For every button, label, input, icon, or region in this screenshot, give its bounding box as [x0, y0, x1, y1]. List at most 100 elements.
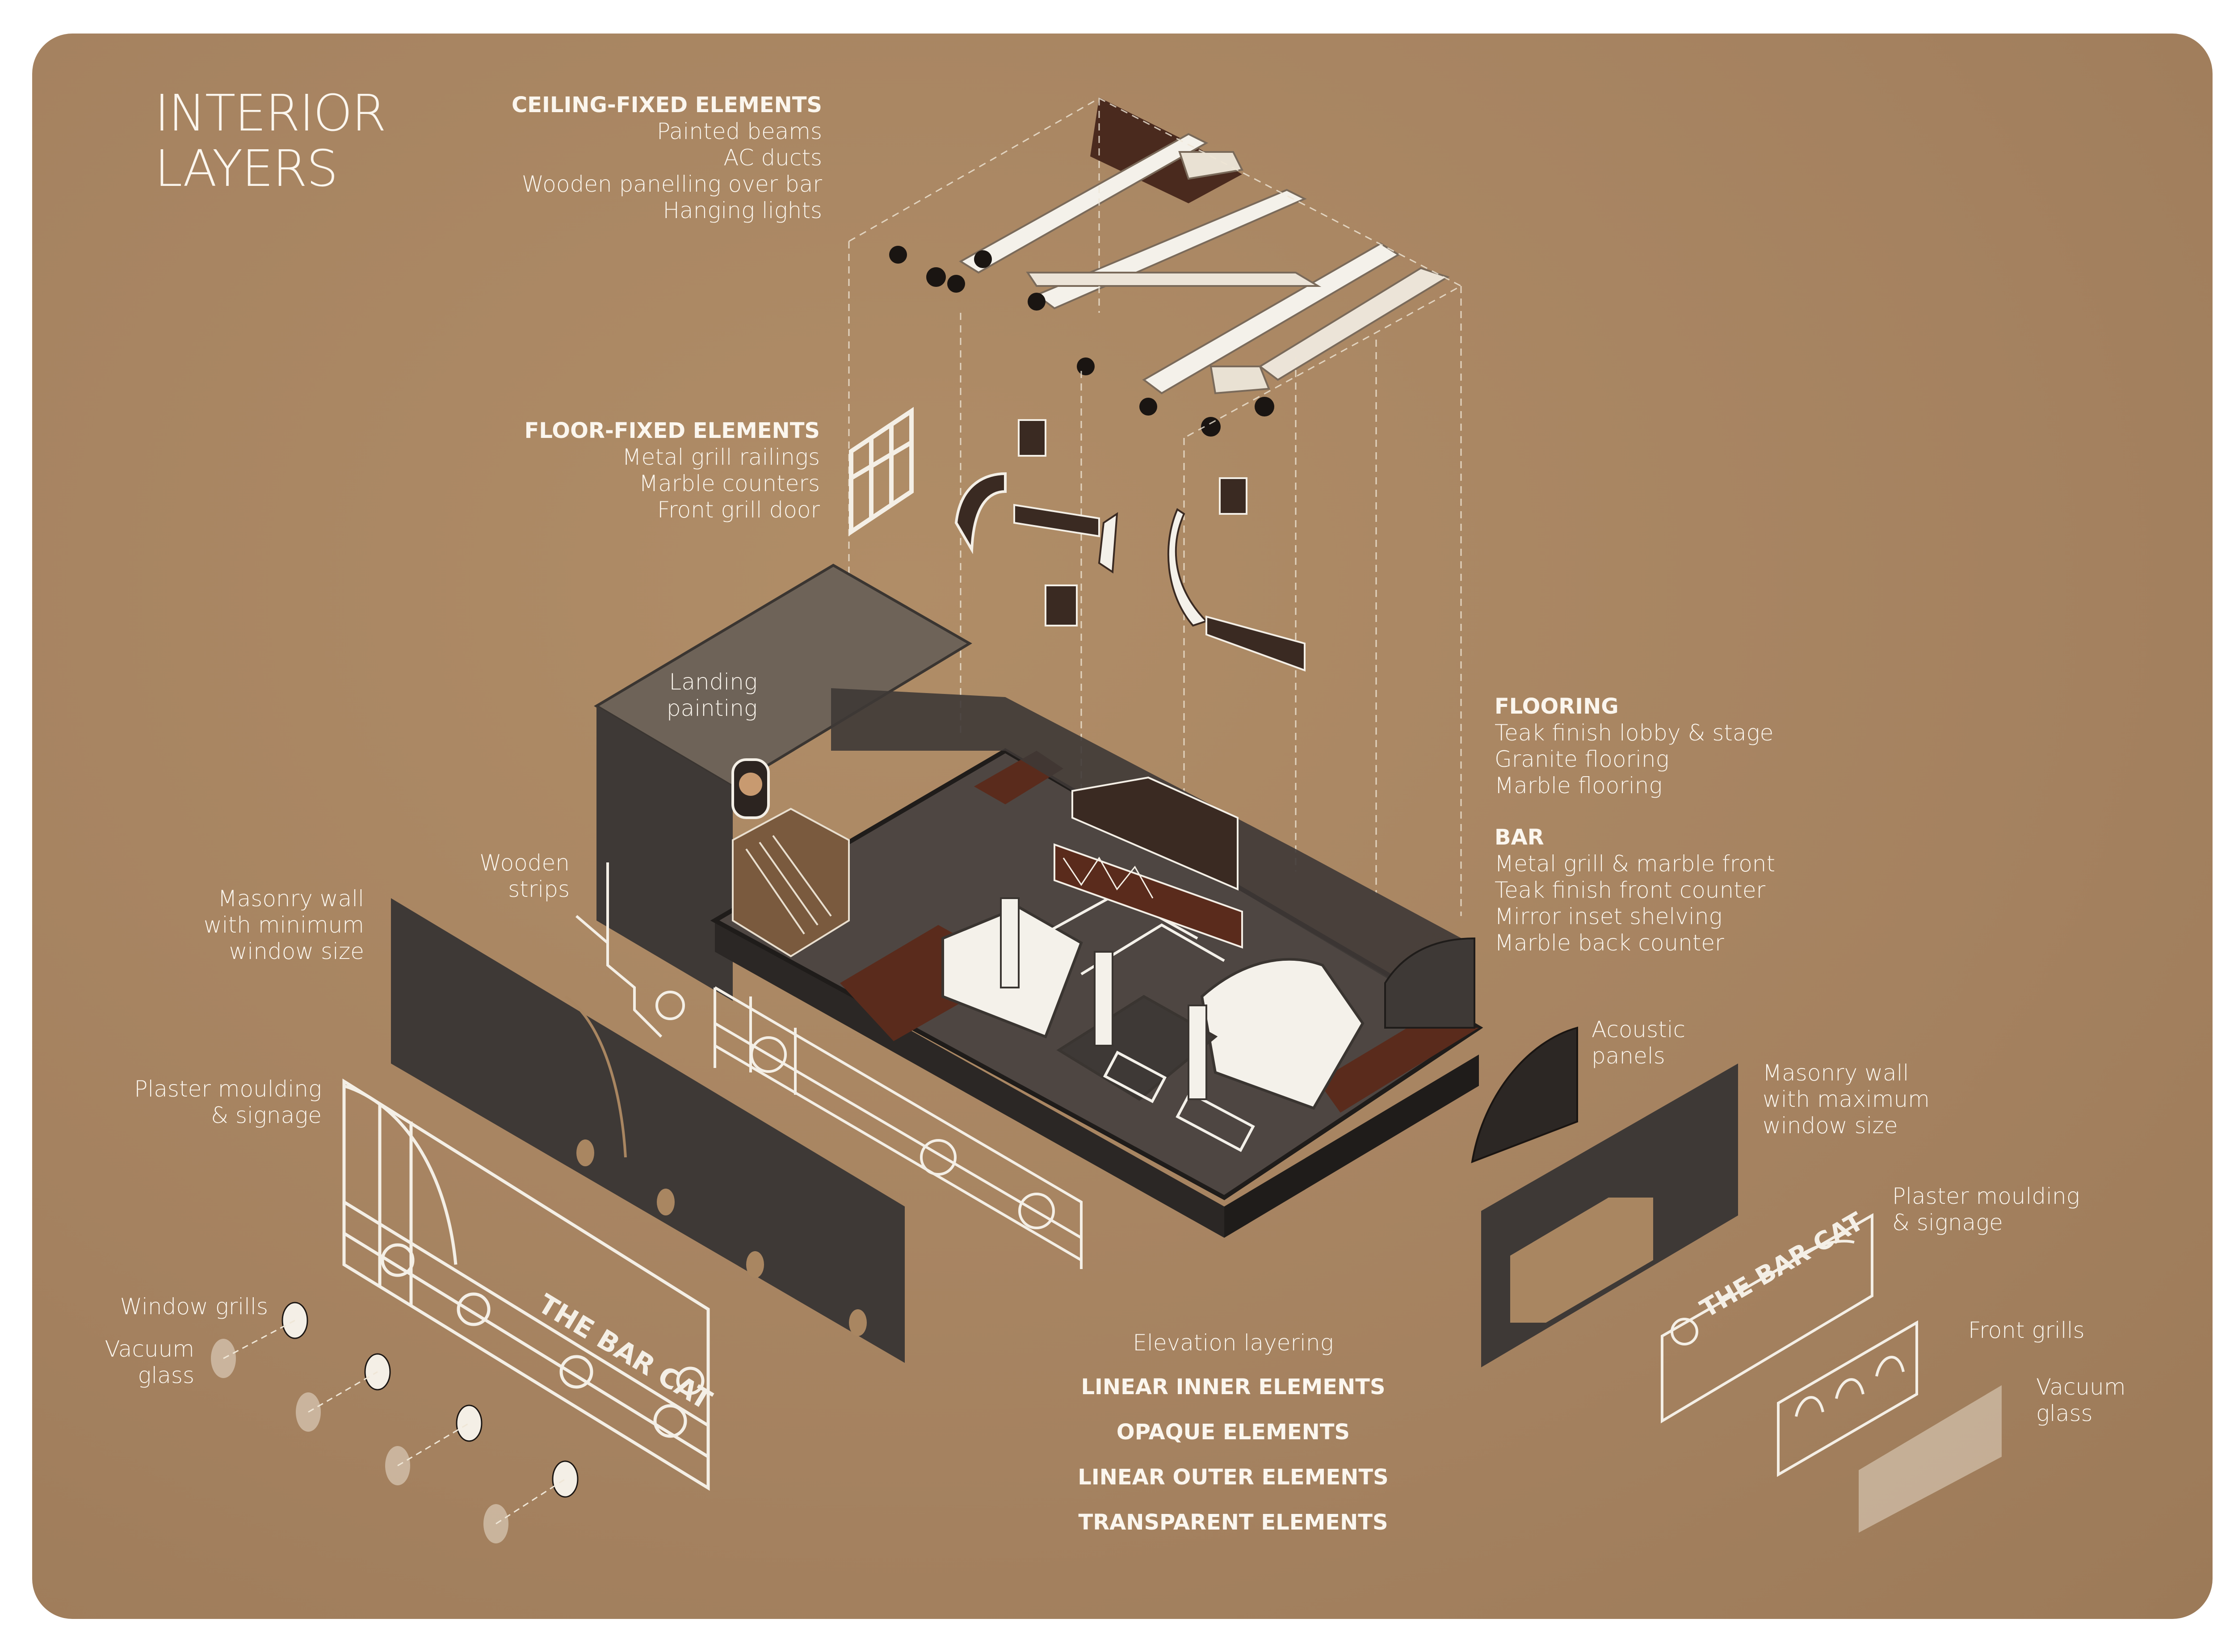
plaster-left-line: Plaster moulding	[134, 1076, 322, 1102]
masonry-wall-left	[391, 898, 905, 1363]
plaster-left-label: Plaster moulding & signage	[134, 1076, 322, 1129]
vacuum-right-line: glass	[2036, 1400, 2093, 1426]
hanging-light	[926, 267, 946, 287]
staircase	[732, 807, 850, 958]
curved-railing	[954, 472, 1007, 555]
vacuum-right-label: Vacuum glass	[2036, 1374, 2126, 1427]
legend: Elevation layering LINEAR INNER ELEMENTS…	[1059, 1330, 1407, 1536]
landing-wall	[596, 706, 733, 1001]
teak-floor	[1318, 1028, 1479, 1113]
masonry-left-label: Masonry wall with minimum window size	[204, 886, 364, 965]
hanging-light	[1201, 417, 1221, 437]
masonry-right-label: Masonry wall with maximum window size	[1763, 1060, 1930, 1139]
bar-item: Marble back counter	[1495, 930, 1724, 956]
marble-counter	[1167, 508, 1208, 627]
left-elevation	[211, 862, 1083, 1543]
marble-counter	[1098, 512, 1118, 574]
masonry-left-line: Masonry wall	[218, 886, 364, 912]
ac-duct	[1178, 151, 1243, 180]
hanging-light	[947, 275, 965, 293]
masonry-right-line: Masonry wall	[1763, 1060, 1909, 1086]
acoustic-line: Acoustic	[1592, 1017, 1686, 1042]
flooring-item: Teak finish lobby & stage	[1495, 720, 1774, 746]
floor-fixed-item: Marble counters	[638, 471, 820, 496]
metal-grill-railing	[1219, 477, 1247, 515]
column	[1094, 951, 1113, 1047]
window-grill	[552, 1460, 579, 1498]
masonry-right-line: with maximum	[1763, 1086, 1930, 1112]
legend-caption: Elevation layering	[1133, 1330, 1334, 1356]
metal-grill-railing	[1018, 419, 1046, 457]
ceiling-item: Hanging lights	[663, 198, 822, 223]
floor-fixed-layer	[849, 407, 1306, 672]
vacuum-glass-right	[1859, 1385, 2002, 1533]
ceiling-beam	[1026, 272, 1322, 287]
ceiling-item: Painted beams	[656, 118, 822, 144]
ceiling-layer	[889, 97, 1450, 437]
glass-projection	[223, 1320, 566, 1525]
linear-inner-grill	[714, 986, 1083, 1269]
floor-inlay	[1103, 1051, 1167, 1103]
masonry-right-line: window size	[1763, 1113, 1898, 1139]
front-grills	[1777, 1320, 1918, 1477]
vacuum-left-line: Vacuum	[105, 1336, 194, 1362]
acoustic-panel	[1471, 1026, 1578, 1164]
window-grills-label: Window grills	[120, 1294, 268, 1320]
flooring-item: Marble flooring	[1495, 773, 1663, 799]
vacuum-left-label: Vacuum glass	[105, 1336, 194, 1389]
window-grills-left	[211, 1302, 579, 1543]
plaster-left-line: & signage	[211, 1102, 322, 1128]
floor-inlay	[1176, 1091, 1255, 1152]
hanging-light	[889, 246, 907, 264]
base-slab-side	[715, 921, 1224, 1238]
floor-fixed-heading: FLOOR-FIXED ELEMENTS	[524, 418, 820, 443]
landing-line: painting	[666, 695, 757, 721]
page-title: INTERIOR LAYERS	[155, 86, 386, 197]
bar-heading: BAR	[1495, 825, 1544, 850]
floor-plan-block	[594, 563, 1483, 1238]
masonry-windows	[576, 1139, 867, 1336]
landing-painting-face	[739, 773, 762, 796]
masonry-window	[657, 1189, 675, 1215]
window-grill	[456, 1404, 483, 1442]
vacuum-left-line: glass	[138, 1362, 194, 1388]
legend-item: LINEAR OUTER ELEMENTS	[1078, 1465, 1389, 1490]
masonry-left-line: window size	[229, 938, 364, 964]
column	[1000, 897, 1020, 988]
ceiling-label: CEILING-FIXED ELEMENTS Painted beams AC …	[512, 92, 822, 224]
ceiling-beam	[959, 133, 1209, 274]
wooden-strips-line: Wooden	[479, 850, 570, 876]
masonry-curve	[564, 995, 627, 1158]
wooden-strips-stair	[575, 862, 685, 1038]
metal-grill-railing	[1045, 584, 1078, 626]
plaster-right-line: Plaster moulding	[1892, 1183, 2080, 1209]
ceiling-item: AC ducts	[723, 145, 822, 171]
bar-item: Metal grill & marble front	[1495, 851, 1776, 877]
acoustic-line: panels	[1592, 1043, 1665, 1069]
ceiling-beam	[1258, 267, 1450, 381]
ac-duct	[1209, 366, 1270, 395]
legend-item: LINEAR INNER ELEMENTS	[1081, 1375, 1386, 1400]
plaster-right-label: Plaster moulding & signage	[1892, 1183, 2080, 1236]
base-slab-side	[1224, 1055, 1479, 1238]
landing-label: Landing painting	[667, 669, 757, 722]
landing-box	[594, 563, 972, 788]
title-line: INTERIOR	[155, 84, 386, 143]
masonry-left-line: with minimum	[203, 912, 364, 938]
legend-item: TRANSPARENT ELEMENTS	[1078, 1510, 1388, 1535]
hanging-light	[974, 250, 992, 268]
acoustic-corner	[1384, 937, 1475, 1029]
legend-item: OPAQUE ELEMENTS	[1116, 1420, 1350, 1445]
plaster-right-line: & signage	[1892, 1210, 2003, 1236]
ceiling-heading: CEILING-FIXED ELEMENTS	[511, 92, 822, 118]
masonry-window	[576, 1139, 594, 1166]
right-elevation	[1471, 1026, 2002, 1533]
front-grill-door	[849, 407, 914, 536]
masonry-window	[746, 1251, 764, 1278]
metal-grill-railing	[1013, 504, 1100, 538]
landing-line: Landing	[669, 669, 757, 695]
ceiling-beam	[1142, 242, 1400, 395]
hanging-light	[1139, 398, 1157, 416]
